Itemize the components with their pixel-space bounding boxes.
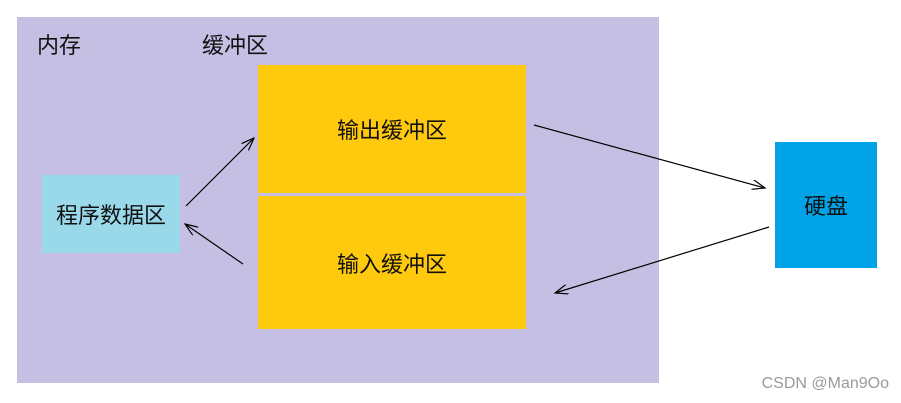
program-data-label: 程序数据区	[55, 204, 166, 229]
output-buffer: 输出缓冲区	[258, 65, 526, 193]
hard-disk-label: 硬盘	[803, 195, 848, 220]
memory-label: 内存	[37, 34, 82, 59]
watermark: CSDN @Man9Oo	[761, 375, 889, 392]
program-data-area: 程序数据区	[42, 175, 180, 253]
input-buffer: 输入缓冲区	[258, 196, 526, 329]
input-buffer-label: 输入缓冲区	[336, 252, 447, 278]
output-buffer-label: 输出缓冲区	[336, 119, 447, 144]
buffer-label: 缓冲区	[202, 34, 269, 59]
hard-disk: 硬盘	[775, 142, 877, 268]
